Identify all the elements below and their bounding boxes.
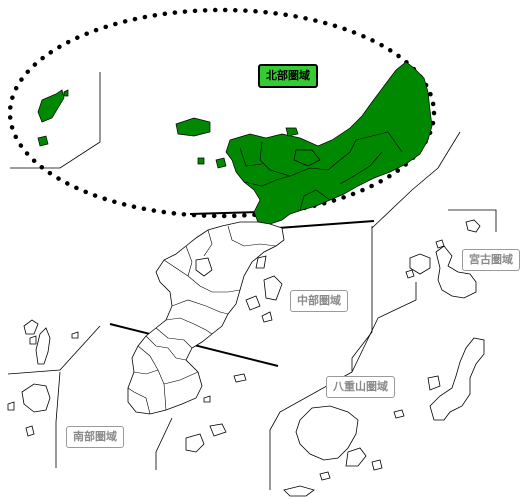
north-region[interactable]: [37, 61, 433, 225]
yaeyama-region-label[interactable]: 八重山圏域: [326, 376, 395, 398]
inset-frame-lines: [7, 72, 497, 490]
miyako-region-label[interactable]: 宮古圏域: [462, 249, 520, 271]
yaeyama-islands[interactable]: [283, 337, 485, 497]
north-mainland: [225, 61, 433, 225]
north-region-boundary: [7, 7, 437, 219]
south-region-label[interactable]: 南部圏域: [66, 426, 124, 448]
central-south-municipal-borders: [127, 225, 277, 415]
north-region-label[interactable]: 北部圏域: [258, 64, 318, 88]
miyako-islands[interactable]: [405, 219, 481, 299]
south-remote-islands: [7, 319, 247, 453]
north-municipal-borders: [239, 131, 403, 211]
central-region-label[interactable]: 中部圏域: [290, 290, 348, 312]
central-south-mainland[interactable]: [127, 221, 285, 415]
